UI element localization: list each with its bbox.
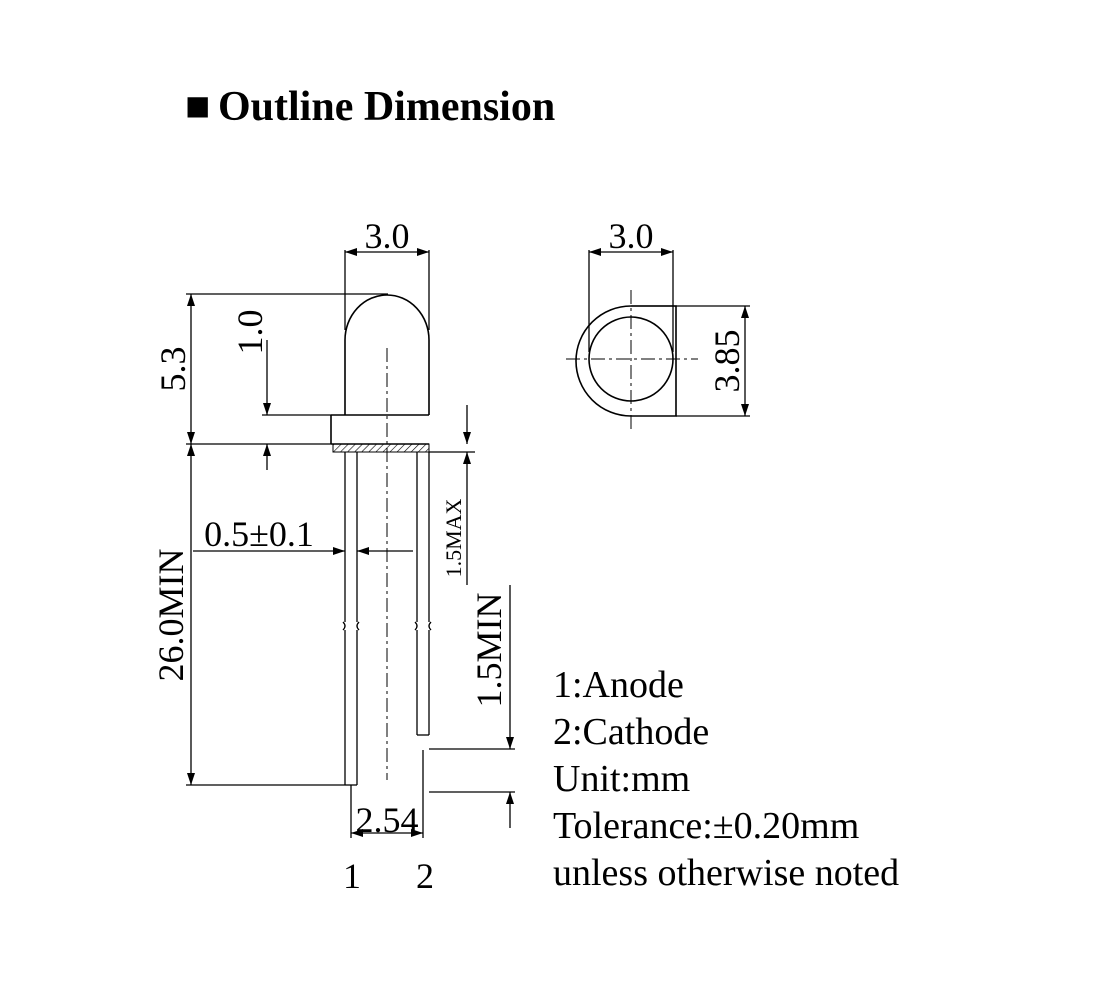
dim-lead-width: 0.5±0.1 xyxy=(204,514,314,554)
dim-side-width: 3.0 xyxy=(365,216,410,256)
note-unless: unless otherwise noted xyxy=(553,852,899,894)
dim-pitch: 2.54 xyxy=(356,800,419,840)
dim-total-height: 5.3 xyxy=(153,347,193,392)
note-tolerance: Tolerance:±0.20mm xyxy=(553,805,859,847)
pin-label-1: 1 xyxy=(343,856,361,896)
dim-flange-height: 3.85 xyxy=(707,330,747,393)
notes-block: 1:Anode 2:Cathode Unit:mm Tolerance:±0.2… xyxy=(553,664,899,894)
dim-lead-length: 26.0MIN xyxy=(151,549,191,682)
led-side-view: 3.0 5.3 1.0 26.0MIN 0.5±0.1 1.5MAX xyxy=(151,216,515,896)
note-anode: 1:Anode xyxy=(553,664,684,706)
page-title: Outline Dimension xyxy=(218,84,555,130)
dim-lead-offset-min: 1.5MIN xyxy=(469,593,509,708)
note-unit: Unit:mm xyxy=(553,758,690,800)
dim-dome-height: 1.0 xyxy=(230,310,270,355)
resin-seat-hatch xyxy=(332,443,430,453)
lead-1 xyxy=(342,452,360,786)
note-cathode: 2:Cathode xyxy=(553,711,709,753)
title-marker: ■ xyxy=(185,84,210,130)
flange-outline xyxy=(575,305,677,417)
dim-top-width: 3.0 xyxy=(609,216,654,256)
dim-resin-max: 1.5MAX xyxy=(441,498,466,577)
led-top-view: 3.0 3.85 xyxy=(566,216,750,430)
pin-label-2: 2 xyxy=(416,856,434,896)
led-body-outline xyxy=(344,294,430,415)
lead-2 xyxy=(414,452,432,736)
